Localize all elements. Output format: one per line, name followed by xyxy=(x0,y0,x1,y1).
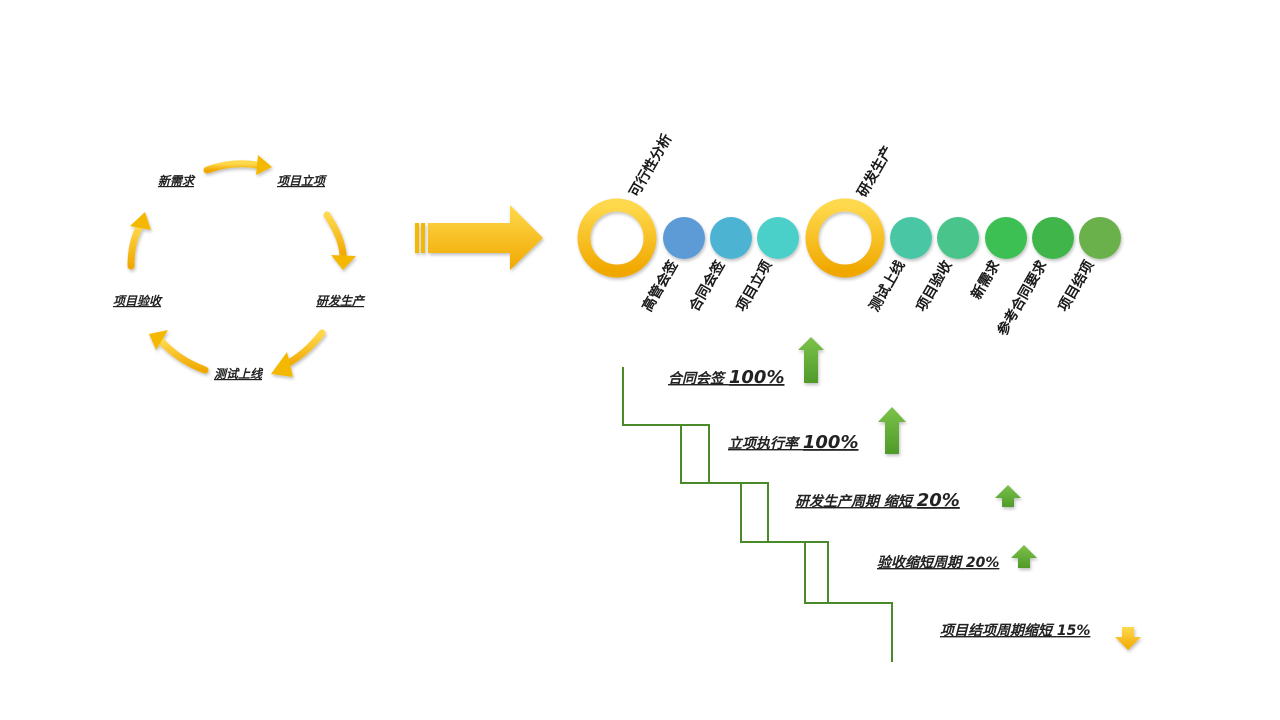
timeline-node-4 xyxy=(805,198,885,278)
timeline-label: 合同会签 xyxy=(686,257,729,315)
timeline-node-1 xyxy=(663,217,705,259)
metric-text: 研发生产周期 缩短 xyxy=(795,493,917,510)
step-line-outer xyxy=(622,367,893,662)
cycle-label-new-demand: 新需求 xyxy=(158,174,196,188)
down-arrow-icon xyxy=(1115,627,1141,650)
milestone-ring xyxy=(805,198,885,278)
cycle-label-test: 测试上线 xyxy=(214,367,264,381)
metric-text: 合同会签 xyxy=(668,370,729,387)
step-line-inner xyxy=(681,424,829,603)
timeline-node-6 xyxy=(937,217,979,259)
timeline-node-7 xyxy=(985,217,1027,259)
cycle-arrow-3 xyxy=(271,329,326,377)
metric-text: 验收缩短周期 xyxy=(877,554,966,571)
cycle-arrow-2 xyxy=(323,211,356,270)
svg-text:验收缩短周期 20%: 验收缩短周期 20% xyxy=(877,554,999,571)
up-arrow-icon xyxy=(878,407,906,454)
svg-text:项目结项周期缩短 15%: 项目结项周期缩短 15% xyxy=(940,622,1090,639)
step-dot xyxy=(710,217,752,259)
step-dot xyxy=(890,217,932,259)
timeline-label: 研发生产 xyxy=(854,143,897,200)
up-arrow-icon xyxy=(1011,545,1037,568)
cycle-diagram: 新需求 项目立项 研发生产 测试上线 项目验收 xyxy=(113,155,366,381)
metric-init-exec-rate: 立项执行率 100% xyxy=(728,407,906,454)
metric-contract-sign: 合同会签 100% xyxy=(668,337,824,388)
timeline-label: 新需求 xyxy=(968,257,1004,303)
timeline-label: 项目验收 xyxy=(913,257,956,315)
timeline-node-3 xyxy=(757,217,799,259)
cycle-label-acceptance: 项目验收 xyxy=(113,294,163,308)
metric-rd-cycle: 研发生产周期 缩短 20% xyxy=(795,485,1021,511)
cycle-label-project-init: 项目立项 xyxy=(277,174,328,188)
milestone-ring xyxy=(577,198,657,278)
step-dot xyxy=(757,217,799,259)
svg-text:研发生产周期 缩短 20%: 研发生产周期 缩短 20% xyxy=(795,490,960,511)
timeline-label: 项目立项 xyxy=(733,258,776,315)
step-dot xyxy=(1032,217,1074,259)
svg-text:立项执行率 100%: 立项执行率 100% xyxy=(728,432,858,453)
cycle-arrow-4 xyxy=(149,330,209,374)
cycle-label-rd: 研发生产 xyxy=(316,294,366,308)
step-dot xyxy=(663,217,705,259)
timeline-node-0 xyxy=(577,198,657,278)
metric-value: 100% xyxy=(803,432,859,453)
up-arrow-icon xyxy=(798,337,824,383)
timeline-node-8 xyxy=(1032,217,1074,259)
svg-text:合同会签 100%: 合同会签 100% xyxy=(668,367,784,388)
cycle-arrow-1 xyxy=(203,155,272,175)
metric-closure-cycle: 项目结项周期缩短 15% xyxy=(940,622,1141,650)
timeline-label: 项目结项 xyxy=(1055,258,1098,315)
step-lines xyxy=(622,367,893,662)
metric-value: 20% xyxy=(917,490,960,511)
metrics: 合同会签 100% 立项执行率 100% 研发生产周期 缩短 20% xyxy=(668,337,1141,650)
metric-value: 20% xyxy=(966,555,1000,571)
timeline: 可行性分析高管会签合同会签项目立项研发生产测试上线项目验收新需求参考合同要求项目… xyxy=(577,131,1121,339)
metric-text: 立项执行率 xyxy=(728,435,803,452)
cycle-arrow-5 xyxy=(127,212,151,270)
metric-acceptance-cycle: 验收缩短周期 20% xyxy=(877,545,1037,571)
big-right-arrow xyxy=(415,205,543,270)
timeline-node-9 xyxy=(1079,217,1121,259)
step-dot xyxy=(937,217,979,259)
timeline-label: 参考合同要求 xyxy=(994,257,1051,339)
timeline-node-2 xyxy=(710,217,752,259)
metric-value: 100% xyxy=(729,367,785,388)
metric-text: 项目结项周期缩短 xyxy=(940,622,1057,639)
metric-value: 15% xyxy=(1057,623,1091,639)
step-dot xyxy=(985,217,1027,259)
timeline-label: 可行性分析 xyxy=(626,131,676,200)
up-arrow-icon xyxy=(995,485,1021,507)
step-dot xyxy=(1079,217,1121,259)
timeline-node-5 xyxy=(890,217,932,259)
